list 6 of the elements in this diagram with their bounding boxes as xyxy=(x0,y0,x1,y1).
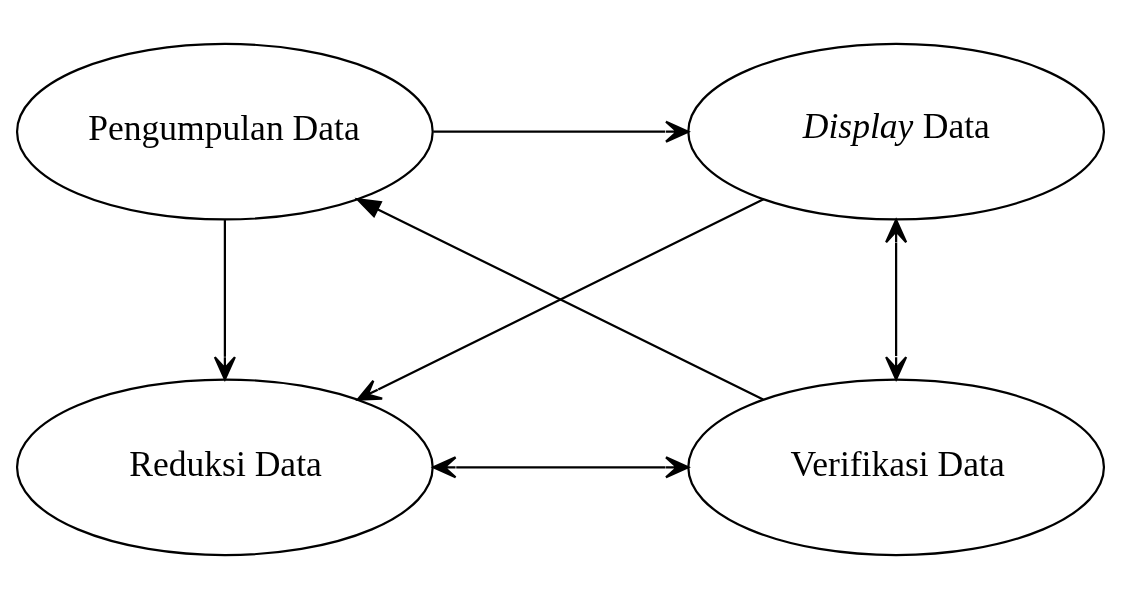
arrow xyxy=(432,456,690,479)
arrow xyxy=(433,120,690,143)
node-ellipse: Display Data xyxy=(687,42,1106,221)
arrow xyxy=(885,218,908,381)
arrow xyxy=(213,220,236,381)
node-ellipse: Verifikasi Data xyxy=(687,378,1106,557)
